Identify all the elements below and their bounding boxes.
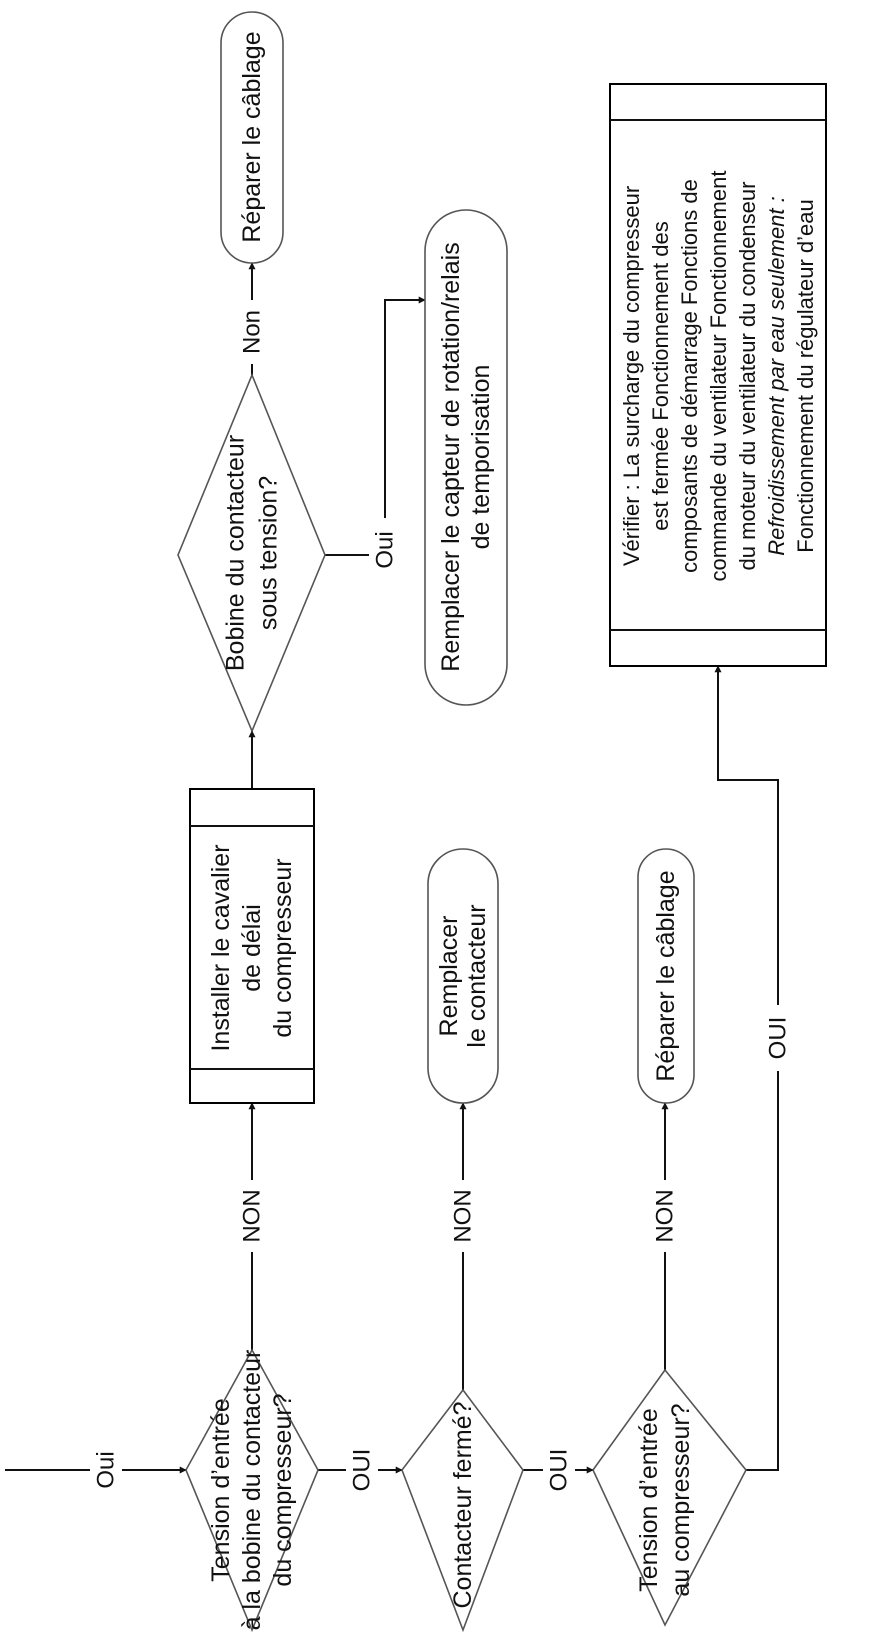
node-d2-line-0: Contacteur fermé? bbox=[449, 1401, 477, 1608]
terminal-t2-label: Réparer le câblage bbox=[652, 870, 680, 1081]
node-d1-line-2: du compresseur? bbox=[269, 1393, 297, 1586]
decision-d4-shape bbox=[177, 372, 326, 734]
terminal-t3-shape bbox=[220, 11, 284, 264]
node-t1-line-1: le contacteur bbox=[463, 904, 491, 1047]
edge-label-d3-p2: OUI bbox=[765, 1017, 792, 1060]
process-p2-shape bbox=[609, 83, 827, 667]
terminal-t4-label: Remplacer le capteur de rotation/relaisd… bbox=[437, 242, 495, 671]
node-d3-line-0: Tension d’entrée bbox=[635, 1408, 663, 1591]
node-t1-line-0: Remplacer bbox=[435, 916, 463, 1037]
edge-label-d1-p1: NON bbox=[239, 1189, 266, 1242]
node-d3-line-1: au compresseur? bbox=[667, 1403, 695, 1596]
node-t4-line-0: Remplacer le capteur de rotation/relais bbox=[437, 242, 465, 671]
node-p1-line-2: du compresseur bbox=[269, 858, 297, 1037]
edge-label-d2-d3: OUI bbox=[546, 1449, 573, 1492]
node-p1-line-0: Installer le cavalier bbox=[207, 844, 235, 1051]
edge-label-d4-t4: Oui bbox=[372, 531, 399, 568]
decision-d2-label: Contacteur fermé? bbox=[449, 1401, 477, 1608]
node-t4-line-1: de temporisation bbox=[467, 365, 495, 550]
node-p2-line-1: est fermée Fonctionnement des bbox=[648, 221, 673, 530]
node-d1-line-1: à la bobine du contacteur bbox=[238, 1350, 266, 1631]
node-d4-line-0: Bobine du contacteur bbox=[222, 435, 250, 671]
decision-d1-shape bbox=[185, 1348, 319, 1633]
terminal-t3: Réparer le câblage bbox=[220, 11, 284, 264]
process-p1-shape bbox=[189, 788, 315, 1104]
terminal-t4-shape bbox=[424, 209, 508, 706]
connector-d3-p2 bbox=[714, 665, 779, 1471]
connector-d4-t4 bbox=[325, 296, 426, 556]
terminal-t2-shape bbox=[637, 848, 695, 1104]
node-d1-line-0: Tension d’entrée bbox=[207, 1398, 235, 1581]
node-p2-line-6: Fonctionnement du régulateur d’eau bbox=[793, 199, 818, 552]
node-t3-line-0: Réparer le câblage bbox=[238, 31, 266, 242]
node-d4-line-1: sous tension? bbox=[255, 476, 283, 630]
node-t2-line-0: Réparer le câblage bbox=[652, 870, 680, 1081]
terminal-t1-shape bbox=[427, 848, 499, 1104]
edge-label-d4-t3: Non bbox=[239, 310, 266, 354]
decision-d2-shape bbox=[401, 1388, 524, 1633]
decision-d3-shape bbox=[592, 1368, 747, 1627]
node-p2-line-4: du moteur du ventilateur du condenseur bbox=[735, 182, 760, 571]
terminal-t3-label: Réparer le câblage bbox=[238, 31, 266, 242]
edge-label-entry: Oui bbox=[93, 1451, 120, 1488]
edge-label-d2-t1: NON bbox=[450, 1189, 477, 1242]
decision-d2: Contacteur fermé? bbox=[401, 1388, 524, 1633]
node-p2-line-5: Refroidissement par eau seulement : bbox=[764, 196, 789, 556]
terminal-t1: Remplacerle contacteur bbox=[427, 848, 499, 1104]
edge-label-d3-t2: NON bbox=[652, 1189, 679, 1242]
edge-label-d1-d2: OUI bbox=[349, 1449, 376, 1492]
terminal-t1-label: Remplacerle contacteur bbox=[435, 904, 491, 1047]
node-p2-line-0: Vérifier : La surcharge du compresseur bbox=[619, 186, 644, 566]
edge-labels: Oui OUI OUI NON NON NON OUI Non Oui bbox=[90, 300, 794, 1502]
node-p2-line-2: composants de démarrage Fonctions de bbox=[677, 179, 702, 573]
terminal-t4: Remplacer le capteur de rotation/relaisd… bbox=[424, 209, 508, 706]
node-p1-line-1: de délai bbox=[238, 904, 266, 992]
node-p2-line-3: commande du ventilateur Fonctionnement bbox=[706, 171, 731, 582]
terminal-t2: Réparer le câblage bbox=[637, 848, 695, 1104]
